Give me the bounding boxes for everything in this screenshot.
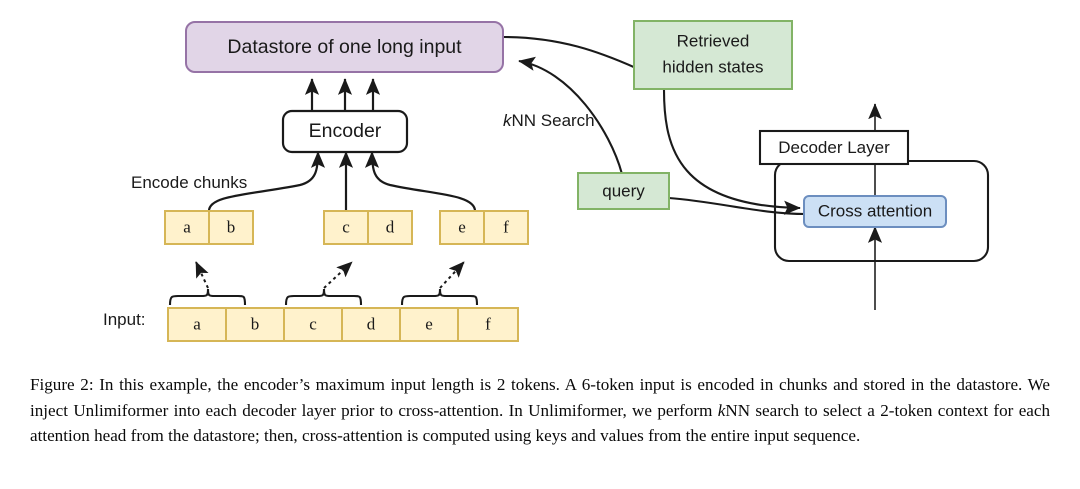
cross-attention-label: Cross attention bbox=[818, 201, 932, 220]
retrieved-hidden-states-label-line1: Retrieved bbox=[677, 31, 750, 50]
knn-search-rest: NN Search bbox=[512, 111, 595, 130]
figure-caption: Figure 2: In this example, the encoder’s… bbox=[30, 372, 1050, 449]
edge-query-to-cross-attention bbox=[668, 196, 807, 216]
chunk-cell[interactable] bbox=[367, 210, 413, 245]
svg-text:kNN Search: kNN Search bbox=[503, 111, 595, 130]
edges-input-to-chunks bbox=[195, 261, 465, 289]
chunk-token: e bbox=[458, 217, 466, 236]
caption-italic-k: k bbox=[717, 400, 726, 420]
datastore-box[interactable]: Datastore of one long input bbox=[185, 21, 504, 73]
input-cell[interactable] bbox=[225, 307, 285, 342]
input-row-label: Input: bbox=[103, 310, 146, 329]
cross-attention-box[interactable]: Cross attention bbox=[803, 195, 947, 228]
input-token-row: a b c d e f bbox=[167, 307, 519, 342]
chunk-token: c bbox=[342, 217, 350, 236]
input-cell[interactable] bbox=[283, 307, 343, 342]
query-label: query bbox=[602, 181, 645, 200]
chunk-cell[interactable] bbox=[164, 210, 210, 245]
edges-encoder-to-datastore bbox=[304, 78, 381, 112]
input-token: d bbox=[367, 314, 376, 333]
knn-search-label: kNN Search bbox=[503, 111, 595, 130]
input-cell[interactable] bbox=[457, 307, 519, 342]
encoder-label: Encoder bbox=[309, 120, 382, 142]
chunk-token: f bbox=[503, 217, 509, 236]
edge-datastore-to-retrieved bbox=[502, 35, 637, 69]
input-token: c bbox=[309, 314, 317, 333]
input-cell[interactable] bbox=[399, 307, 459, 342]
datastore-label: Datastore of one long input bbox=[227, 36, 462, 58]
chunk-token: d bbox=[386, 217, 395, 236]
input-group-braces bbox=[168, 288, 479, 306]
query-box[interactable]: query bbox=[577, 172, 670, 210]
chunk-token: a bbox=[183, 217, 191, 236]
caption-suffix: NN search to select a 2-token context fo… bbox=[30, 400, 1051, 446]
knn-search-k: k bbox=[503, 111, 513, 130]
retrieved-hidden-states-box[interactable]: Retrieved hidden states bbox=[633, 20, 793, 90]
chunk-boxes: a b c d e f bbox=[164, 210, 529, 245]
input-token: a bbox=[193, 314, 201, 333]
diagram-canvas: Decoder Layer Cross attention Datastore … bbox=[103, 20, 990, 342]
retrieved-hidden-states-label-line2: hidden states bbox=[662, 57, 763, 76]
decoder-layer-label: Decoder Layer bbox=[778, 138, 890, 157]
edge-retrieved-to-cross-attention bbox=[662, 89, 801, 215]
svg-text:Input:: Input: bbox=[103, 310, 146, 329]
input-token: f bbox=[485, 314, 491, 333]
chunk-cell[interactable] bbox=[483, 210, 529, 245]
chunk-cell[interactable] bbox=[208, 210, 254, 245]
svg-text:Encode chunks: Encode chunks bbox=[131, 173, 247, 192]
edges-chunks-to-encoder bbox=[207, 151, 477, 212]
decoder-layer-box[interactable]: Decoder Layer bbox=[758, 129, 910, 166]
edge-query-to-datastore bbox=[518, 56, 624, 175]
input-token: b bbox=[251, 314, 260, 333]
input-token: e bbox=[425, 314, 433, 333]
encode-chunks-label: Encode chunks bbox=[131, 173, 247, 192]
chunk-token: b bbox=[227, 217, 236, 236]
caption-prefix: Figure 2: In this example, the encoder’s… bbox=[30, 375, 1050, 420]
encoder-box[interactable]: Encoder bbox=[281, 109, 409, 154]
